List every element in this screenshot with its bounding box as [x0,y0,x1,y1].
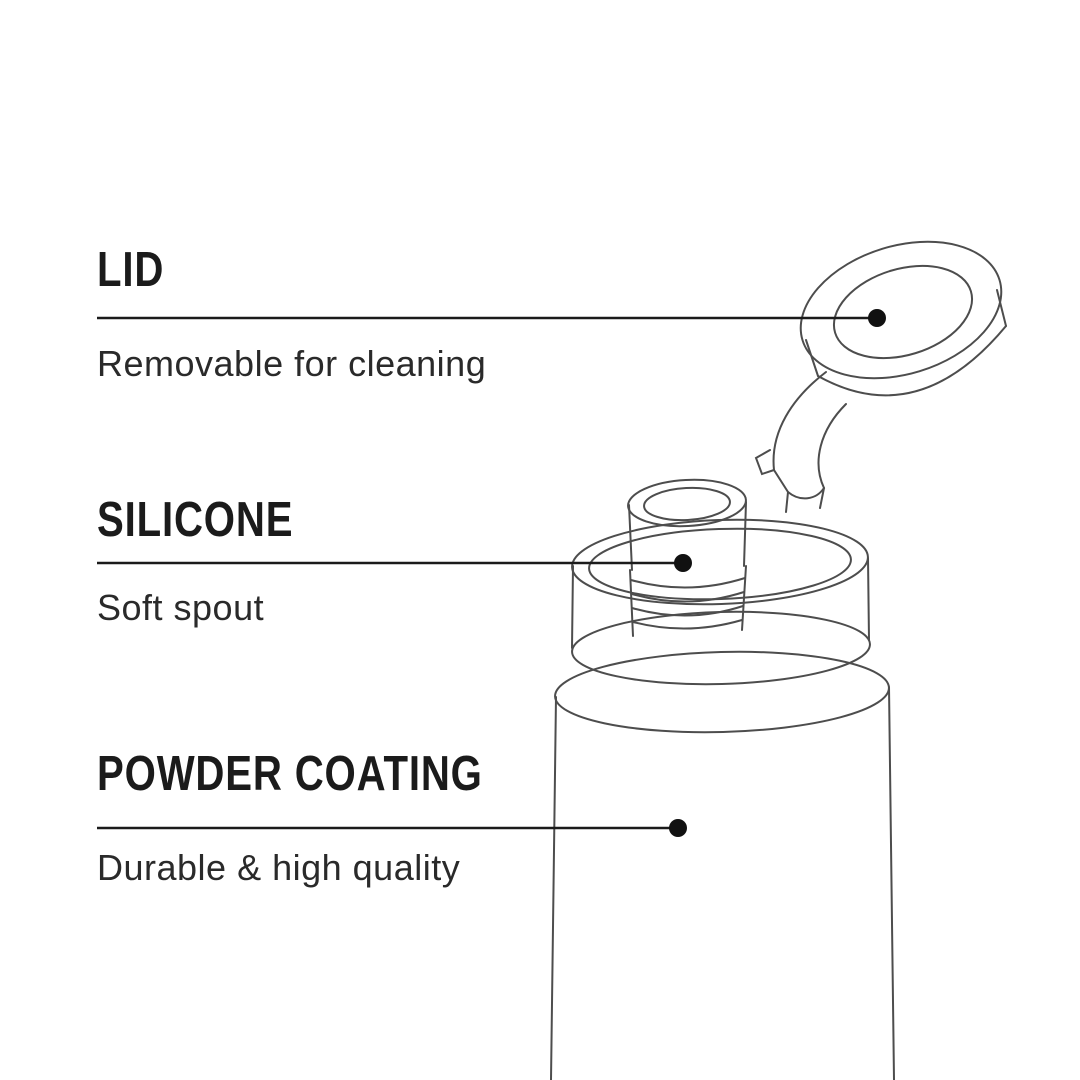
callout-powder-coating-description: Durable & high quality [97,847,461,888]
body-left-edge [550,696,557,1080]
lid-callout-dot [868,309,886,327]
callout-dots [669,309,886,837]
callout-powder-coating-title: POWDER COATING [97,747,483,801]
neck-right-edge [867,557,870,641]
callout-powder-coating: POWDER COATING Durable & high quality [97,750,567,886]
powder-callout-dot [669,819,687,837]
callout-lines [97,316,877,830]
callout-silicone: SILICONE Soft spout [97,496,336,626]
body-right-edge [888,686,895,1080]
lid-skirt-left [805,339,819,377]
body-shoulder-ellipse [554,650,890,734]
lid-strap [754,371,847,513]
thread-line [631,605,744,617]
callout-silicone-description: Soft spout [97,587,265,628]
silicone-callout-dot [674,554,692,572]
bottle-body [550,610,895,1080]
callout-silicone-title: SILICONE [97,493,294,547]
lid-ring-outer [799,240,1003,380]
thread-line [632,619,743,630]
shoulder-step-ellipse [571,610,871,686]
spout-right-edge [743,501,747,567]
thread-line [630,577,746,589]
callout-lid: LID Removable for cleaning [97,246,486,382]
bottle-sketch [550,240,1007,1080]
thread-line [631,591,745,603]
neck-rim-outer [571,518,869,606]
spout-top-outer [627,478,747,528]
callout-lid-title: LID [97,243,165,297]
bottle-threads [629,565,747,637]
strap-outline [772,371,847,500]
spout-left-edge [628,504,633,571]
thread-left-edge [629,569,634,637]
lid-skirt-bottom [817,325,1007,397]
hinge-right [819,487,825,509]
bottle-neck [571,518,870,649]
bottle-lid [799,240,1007,397]
lid-ring-inner [832,264,974,360]
spout-top-inner [643,486,731,522]
hinge-left [785,491,789,513]
neck-left-edge [571,565,574,649]
strap-clasp [754,449,775,476]
bottle-spout [627,478,747,571]
callout-lid-description: Removable for cleaning [97,343,487,384]
lid-skirt-right [996,289,1007,327]
neck-rim-inner [588,527,852,601]
